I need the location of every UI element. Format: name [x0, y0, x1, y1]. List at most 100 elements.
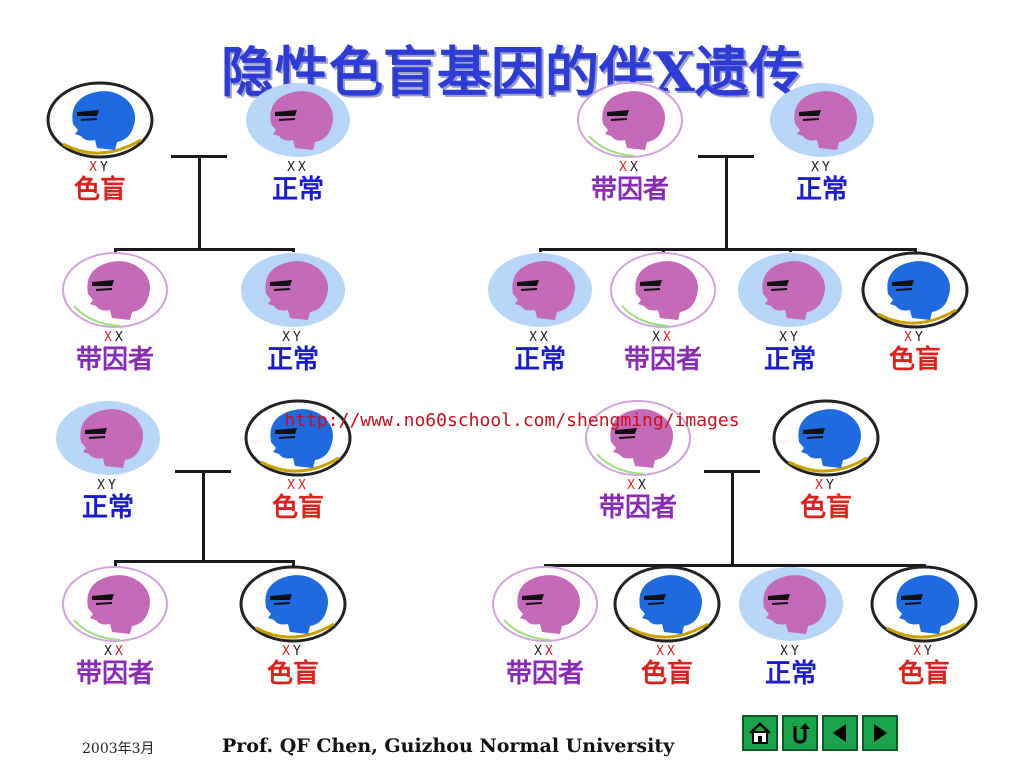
x-chromosome-colorblind: X: [287, 478, 298, 493]
x-chromosome-normal: X: [287, 160, 298, 175]
y-chromosome: Y: [293, 644, 304, 659]
previous-button[interactable]: [822, 715, 858, 751]
x-chromosome-normal: X: [811, 160, 822, 175]
male-head: [45, 80, 155, 160]
x-chromosome-normal: X: [638, 478, 649, 493]
phenotype-label: 带因者: [75, 659, 154, 689]
home-icon: [749, 722, 771, 744]
phenotype-label: 色盲: [266, 659, 319, 689]
genotype: XX: [55, 330, 175, 345]
x-chromosome-colorblind: X: [115, 644, 126, 659]
x-chromosome-normal: X: [104, 644, 115, 659]
return-button[interactable]: [782, 715, 818, 751]
head-icon: [585, 400, 691, 476]
child-drop-line: [923, 564, 926, 566]
phenotype-label: 色盲: [271, 493, 324, 523]
sibship-line: [544, 564, 926, 567]
x-chromosome-colorblind: X: [815, 478, 826, 493]
footer-author: Prof. QF Chen, Guizhou Normal University: [222, 735, 675, 757]
head-icon: [492, 566, 598, 642]
genotype: XY: [864, 644, 984, 659]
head-icon: [56, 401, 160, 475]
y-chromosome: Y: [100, 160, 111, 175]
phenotype-label: 正常: [81, 493, 134, 523]
head-icon: [62, 252, 168, 328]
male-head: [53, 398, 163, 478]
x-chromosome-normal: X: [282, 330, 293, 345]
head-icon: [739, 567, 843, 641]
child-drop-line: [544, 564, 547, 566]
y-chromosome: Y: [826, 478, 837, 493]
head-icon: [738, 253, 842, 327]
female-head: [60, 564, 170, 644]
phenotype-label: 色盲: [888, 345, 941, 375]
x-chromosome-colorblind: X: [913, 644, 924, 659]
head-icon: [488, 253, 592, 327]
genotype: XX: [480, 330, 600, 345]
x-chromosome-normal: X: [97, 478, 108, 493]
descent-line: [202, 470, 205, 560]
phenotype-label: 色盲: [73, 175, 126, 205]
genotype: XY: [48, 478, 168, 493]
phenotype-label: 带因者: [623, 345, 702, 375]
phenotype-label: 正常: [513, 345, 566, 375]
genotype: XY: [762, 160, 882, 175]
source-url: http://www.no60school.com/shengming/imag…: [284, 410, 740, 431]
x-chromosome-normal: X: [780, 644, 791, 659]
genotype: XY: [233, 644, 353, 659]
y-chromosome: Y: [108, 478, 119, 493]
head-icon: [577, 82, 683, 158]
phenotype-label: 正常: [266, 345, 319, 375]
phenotype-label: 正常: [795, 175, 848, 205]
male-head: [767, 80, 877, 160]
phenotype-label: 色盲: [897, 659, 950, 689]
female-head: [243, 398, 353, 478]
female-head: [243, 80, 353, 160]
male-head: [735, 250, 845, 330]
next-icon: [874, 724, 887, 742]
male-head: [238, 250, 348, 330]
return-icon: [793, 723, 810, 744]
phenotype-label: 正常: [764, 659, 817, 689]
y-chromosome: Y: [791, 644, 802, 659]
footer-date: 2003年3月: [82, 741, 155, 757]
phenotype-label: 色盲: [640, 659, 693, 689]
child-drop-line: [292, 248, 295, 252]
head-icon: [62, 566, 168, 642]
x-chromosome-normal: X: [298, 160, 309, 175]
head-icon: [46, 81, 154, 159]
genotype: XX: [578, 478, 698, 493]
x-chromosome-colorblind: X: [667, 644, 678, 659]
head-icon: [239, 565, 347, 643]
phenotype-label: 带因者: [75, 345, 154, 375]
x-chromosome-colorblind: X: [282, 644, 293, 659]
genotype: XX: [238, 478, 358, 493]
phenotype-label: 正常: [763, 345, 816, 375]
genotype: XY: [40, 160, 160, 175]
genotype: XX: [485, 644, 605, 659]
child-drop-line: [114, 560, 117, 566]
descent-line: [198, 155, 201, 248]
head-icon: [244, 399, 352, 477]
child-drop-line: [539, 248, 542, 252]
nav-bar: [742, 715, 898, 751]
sibship-line: [114, 248, 295, 251]
child-drop-line: [914, 248, 917, 252]
next-button[interactable]: [862, 715, 898, 751]
home-button[interactable]: [742, 715, 778, 751]
